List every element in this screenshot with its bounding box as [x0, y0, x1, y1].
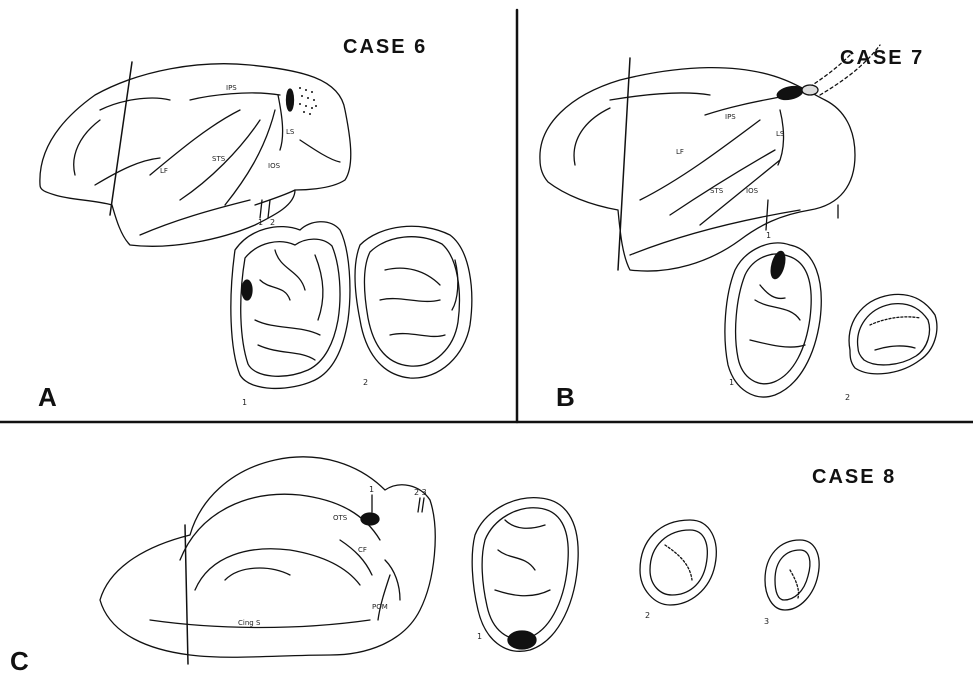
case-6-title: CASE 6	[343, 36, 427, 59]
panel-c-section-2-label: 2	[645, 611, 650, 620]
panel-b-sulcus-ls: LS	[776, 130, 784, 138]
panel-c-section-3-label: 3	[764, 617, 769, 626]
panel-b-sulcus-ios: IOS	[746, 187, 758, 195]
panel-a-marker-2: 2	[270, 218, 275, 227]
panel-c-sulcus-ots: OTS	[333, 514, 347, 522]
panel-c-section-1-label: 1	[477, 632, 482, 641]
case-7-title: CASE 7	[840, 47, 924, 70]
panel-c-marker-23: 2 3	[414, 488, 427, 497]
panel-a-sulcus-ls: LS	[286, 128, 294, 136]
panel-c-marker-1: 1	[369, 485, 374, 494]
panel-a-section-1	[231, 222, 350, 389]
panel-b-brain-lateral	[540, 45, 880, 271]
panel-a-stipple	[299, 87, 317, 115]
panel-c-sulcus-cf: CF	[358, 546, 367, 554]
panel-b-label: B	[556, 382, 575, 413]
panel-b-section-2-label: 2	[845, 393, 850, 402]
panel-b-sulcus-sts: STS	[710, 187, 723, 195]
panel-a-label: A	[38, 382, 57, 413]
panel-b-sulcus-ips: IPS	[725, 113, 736, 121]
panel-a-sulcus-ios: IOS	[268, 162, 280, 170]
panel-a-section-2-label: 2	[363, 378, 368, 387]
panel-c-sulcus-pom: POM	[372, 603, 388, 611]
panel-b-section-1	[725, 243, 821, 397]
panel-c-label: C	[10, 646, 29, 677]
panel-a-sulcus-sts: STS	[212, 155, 225, 163]
panel-b-section-2	[849, 294, 937, 373]
panel-a-brain-lateral	[40, 62, 351, 246]
panel-c-section-2	[640, 520, 716, 605]
case-8-title: CASE 8	[812, 466, 896, 489]
panel-c-sulcus-cing: Cing S	[238, 619, 260, 627]
panel-a-section-1-label: 1	[242, 398, 247, 407]
panel-a-sulcus-lf: LF	[160, 167, 168, 175]
panel-b-section-1-label: 1	[729, 378, 734, 387]
panel-c-brain-medial	[100, 457, 435, 664]
panel-c-section-3	[765, 540, 819, 610]
panel-a-marker-1: 1	[258, 218, 263, 227]
panel-c-section-1	[472, 498, 578, 652]
panel-a-section-2	[355, 226, 472, 378]
panel-b-sulcus-lf: LF	[676, 148, 684, 156]
panel-a-sulcus-ips: IPS	[226, 84, 237, 92]
panel-b-marker-1: 1	[766, 231, 771, 240]
